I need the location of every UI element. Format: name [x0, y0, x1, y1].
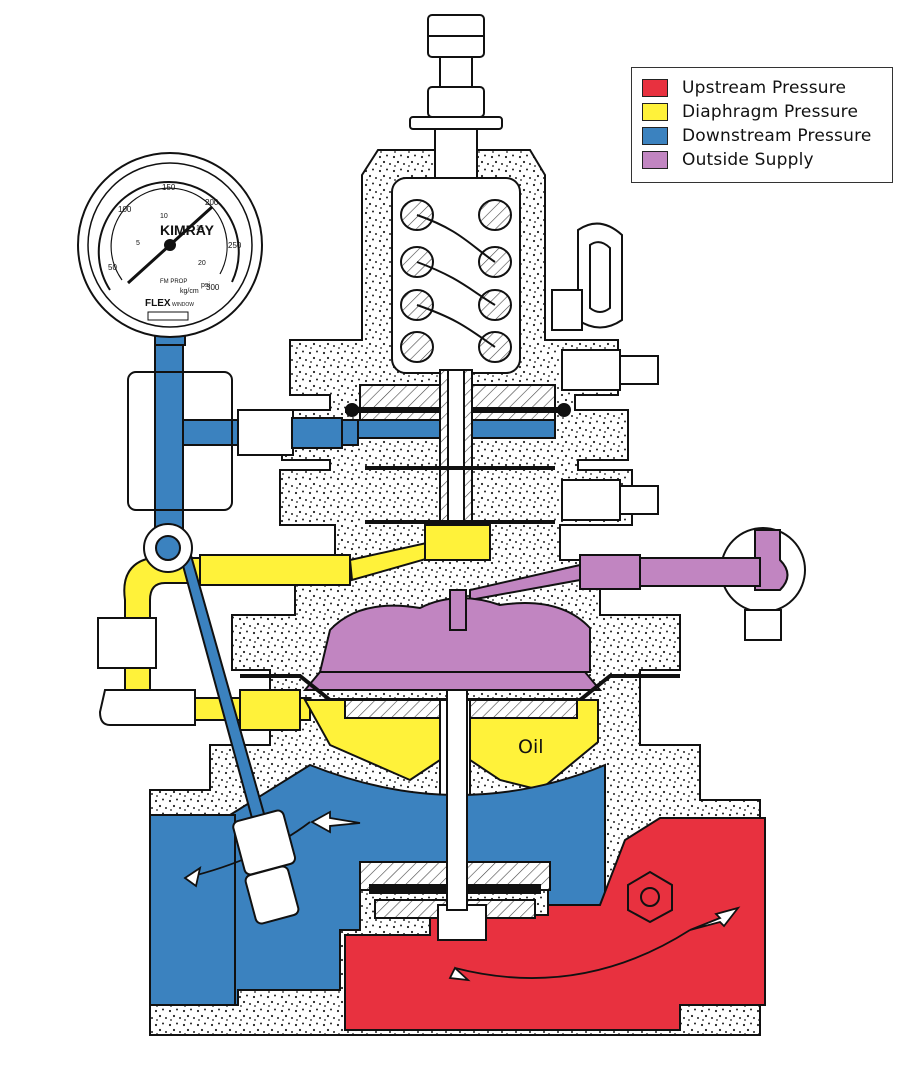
lifting-eye	[551, 222, 623, 331]
gauge-small-print: FM PROP	[160, 279, 187, 285]
gauge-unit-kg: kg/cm	[180, 288, 199, 295]
legend-swatch-downstream	[642, 127, 668, 145]
diaphragm-supply-line	[97, 524, 491, 731]
adjusting-screw	[409, 14, 503, 191]
hex-nut-icon	[427, 86, 485, 118]
side-plugs	[561, 349, 659, 521]
outside-supply	[302, 527, 806, 691]
legend-item-upstream: Upstream Pressure	[642, 76, 882, 100]
outlet-sense-tube	[143, 523, 300, 925]
arrow-icon	[183, 866, 202, 888]
pressure-gauge: KIMRAY 50 100 150 200 250 300 5 10 15 20…	[77, 152, 263, 346]
gauge-tick-psi-100: 100	[118, 205, 132, 214]
main-valve-stem	[359, 689, 551, 941]
legend-label-outside: Outside Supply	[682, 150, 814, 170]
legend: Upstream Pressure Diaphragm Pressure Dow…	[631, 67, 893, 183]
gauge-tick-kg-5: 5	[136, 240, 140, 247]
legend-label-upstream: Upstream Pressure	[682, 78, 847, 98]
gauge-tick-kg-10: 10	[160, 213, 168, 220]
hex-nut-icon	[627, 870, 673, 924]
arrow-icon	[689, 906, 741, 931]
gauge-unit-psi: psi	[201, 282, 210, 289]
legend-label-downstream: Downstream Pressure	[682, 126, 872, 146]
gauge-brand: KIMRAY	[160, 222, 215, 238]
arrow-icon	[310, 810, 361, 834]
gauge-maker-sub: WINDOW	[172, 302, 194, 308]
gauge-tick-psi-300: 300	[206, 283, 220, 292]
downstream-sense-line	[127, 339, 359, 541]
legend-swatch-outside	[642, 151, 668, 169]
gauge-tick-kg-15: 15	[196, 225, 204, 232]
legend-item-diaphragm: Diaphragm Pressure	[642, 100, 882, 124]
arrow-icon	[448, 966, 471, 982]
legend-swatch-upstream	[642, 79, 668, 97]
gauge-tick-kg-20: 20	[198, 260, 206, 267]
legend-item-outside: Outside Supply	[642, 148, 882, 172]
gauge-tick-psi-200: 200	[205, 198, 219, 207]
legend-item-downstream: Downstream Pressure	[642, 124, 882, 148]
gauge-icon	[97, 181, 240, 291]
gauge-tick-psi-50: 50	[108, 263, 117, 272]
gauge-tick-psi-250: 250	[228, 241, 242, 250]
gauge-maker: FLEX	[145, 298, 171, 309]
legend-label-diaphragm: Diaphragm Pressure	[682, 102, 859, 122]
legend-swatch-diaphragm	[642, 103, 668, 121]
oil-label: Oil	[518, 736, 544, 758]
spring-chamber	[391, 177, 521, 374]
gauge-tick-psi-150: 150	[162, 183, 176, 192]
